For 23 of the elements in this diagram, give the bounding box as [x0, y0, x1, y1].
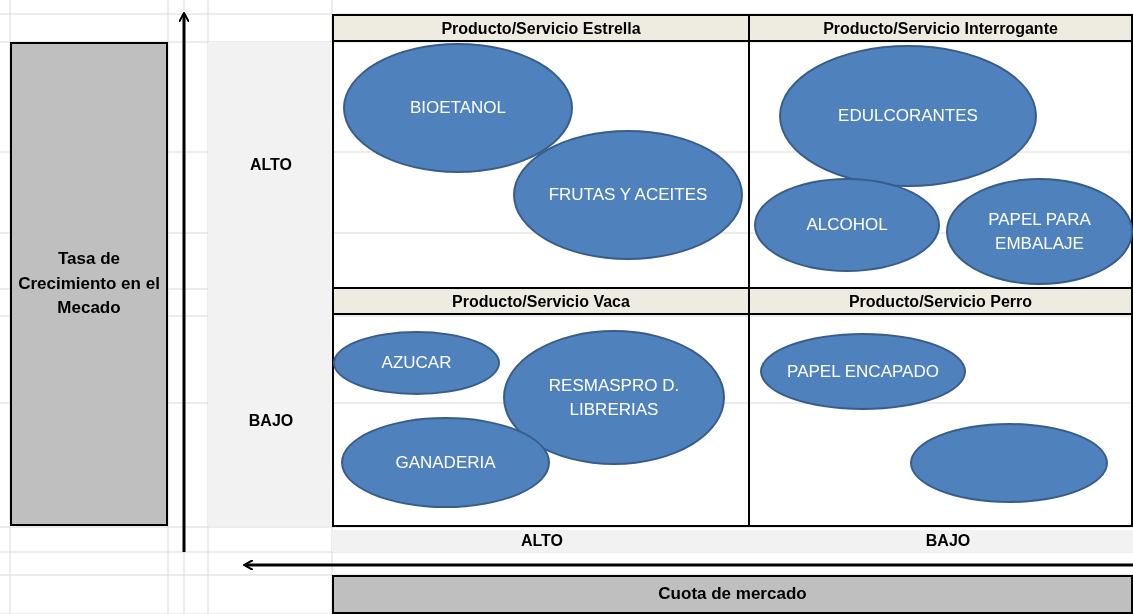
product-bubble: AZUCAR: [333, 331, 500, 395]
quadrant-header: Producto/Servicio Perro: [750, 289, 1131, 315]
axis-title-box: Tasa de Crecimiento en el Mecado: [10, 42, 168, 526]
product-bubble: PAPEL ENCAPADO: [760, 333, 966, 410]
product-bubble: BIOETANOL: [343, 43, 573, 173]
product-bubble: ALCOHOL: [754, 178, 940, 272]
product-bubble: FRUTAS Y ACEITES: [513, 130, 743, 260]
quadrant-header: Producto/Servicio Vaca: [334, 289, 748, 315]
axis-title-box: Cuota de mercado: [332, 575, 1133, 614]
quadrant-panel: [748, 14, 1133, 289]
product-bubble: RESMASPRO D. LIBRERIAS: [503, 330, 725, 465]
row-label: ALTO: [249, 156, 293, 174]
quadrant-header: Producto/Servicio Estrella: [334, 16, 748, 42]
column-label: ALTO: [520, 532, 564, 550]
product-bubble: EDULCORANTES: [779, 45, 1037, 187]
quadrant-header: Producto/Servicio Interrogante: [750, 16, 1131, 42]
quadrant-panel: [332, 287, 750, 527]
quadrant-panel: [748, 287, 1133, 527]
row-label: BAJO: [248, 412, 294, 430]
product-bubble: PAPEL PARA EMBALAJE: [946, 178, 1133, 285]
product-bubble: GANADERIA: [341, 417, 550, 508]
quadrant-panel: [332, 14, 750, 289]
column-label: BAJO: [925, 532, 971, 550]
